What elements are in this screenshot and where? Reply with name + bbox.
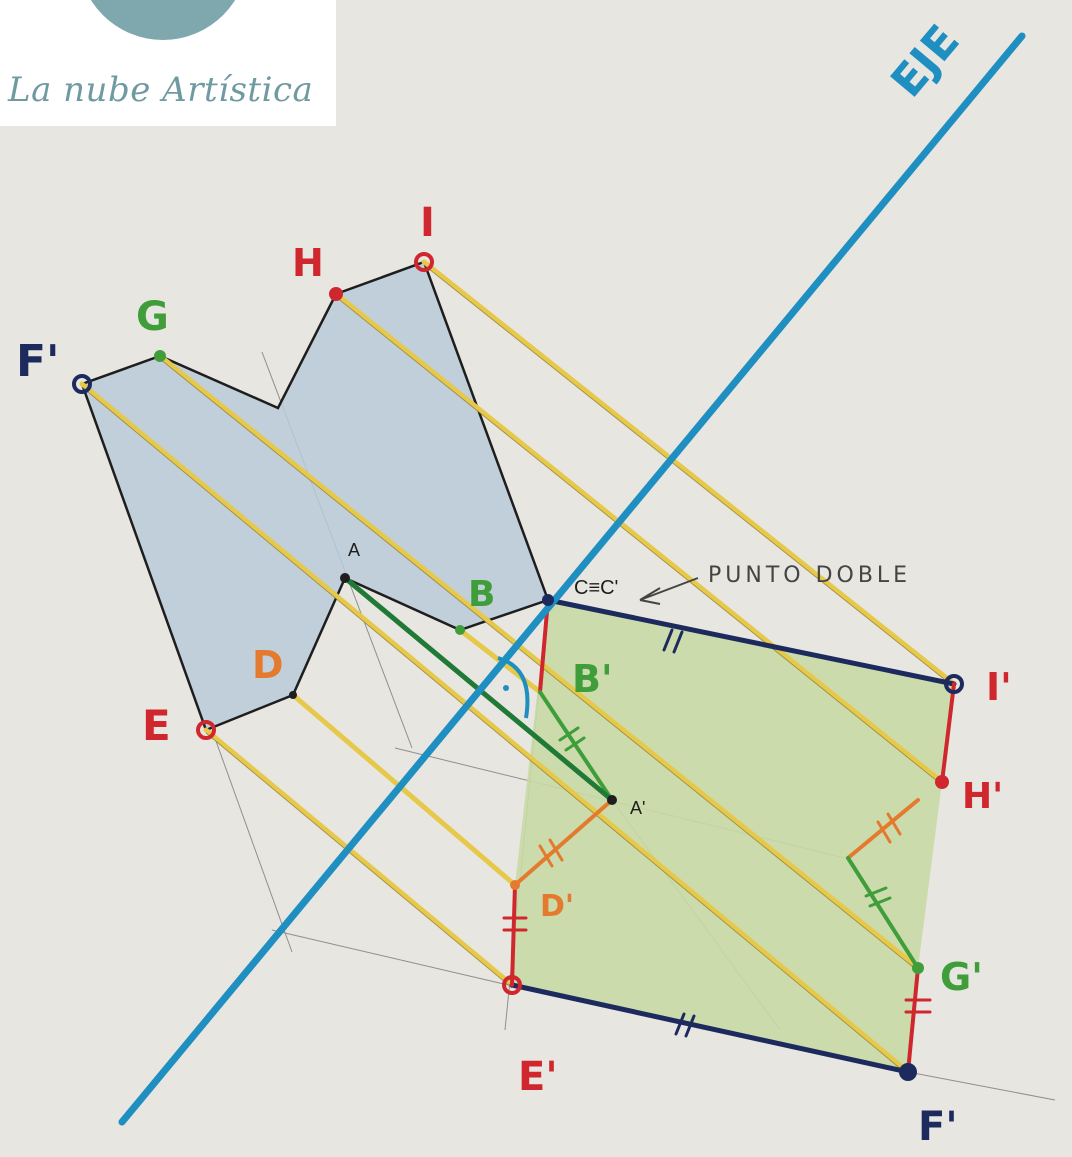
label-e1: E' [518,1054,558,1100]
label-h: H [292,241,324,285]
point-e [196,720,216,740]
point-h [329,287,343,301]
logo-text: La nube Artística [8,70,314,110]
point-i1 [944,674,964,694]
equal-marks [502,628,932,1038]
axis-line [118,32,1026,1126]
homologous-outline [342,575,957,1075]
label-f: F' [16,336,60,387]
point-d [289,691,297,699]
axis-label: EJE [881,16,969,107]
logo: La nube Artística [0,0,336,126]
point-g1 [912,962,924,974]
point-f [72,374,92,394]
label-i: I [420,200,435,246]
label-b: B [468,574,495,615]
label-e: E [142,701,171,750]
label-d: D [252,643,284,687]
label-h1: H' [962,776,1003,817]
point-i [414,252,434,272]
point-c [542,594,554,606]
label-g: G [136,294,169,340]
labels: EJE F' G H I A B C≡C' PUNTO DOBLE D E B'… [16,16,1012,1150]
point-e1 [502,975,522,995]
point-a [340,573,350,583]
note-arrow [639,577,699,605]
homologous-polygon [512,600,954,1072]
label-a: A [348,540,360,560]
label-c: C≡C' [574,577,618,599]
point-d1 [510,880,520,890]
points [72,252,964,1081]
label-g1: G' [940,955,983,999]
point-g [154,350,166,362]
point-f2 [899,1063,917,1081]
point-h1 [935,775,949,789]
label-b1: B' [572,657,613,701]
label-i1: I' [986,665,1012,709]
label-a1: A' [630,798,645,818]
label-d1: D' [540,889,574,924]
point-a1 [607,795,617,805]
double-point-note: PUNTO DOBLE [708,563,911,588]
logo-cloud-icon [78,0,248,40]
label-f2: F' [918,1104,958,1150]
point-b [455,625,465,635]
